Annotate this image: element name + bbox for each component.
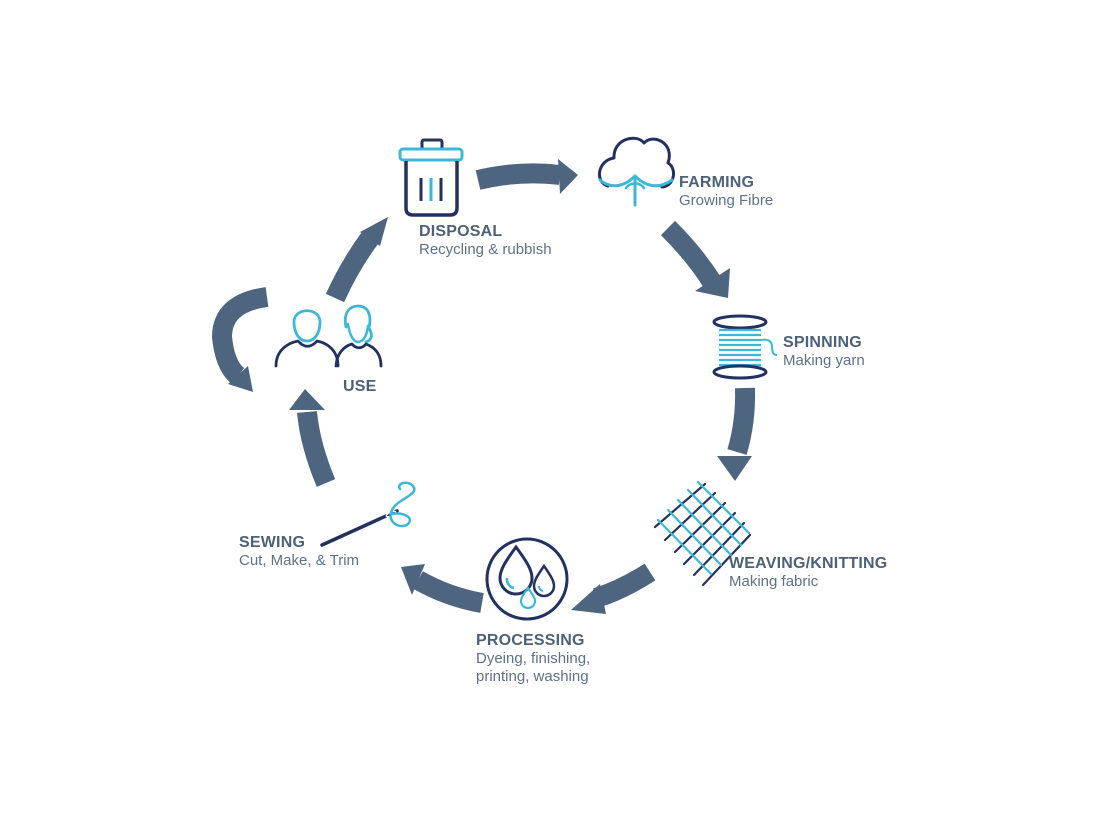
stage-title: PROCESSING bbox=[476, 632, 585, 649]
stage-title: WEAVING/KNITTING bbox=[729, 555, 888, 572]
cotton-plant-icon bbox=[598, 136, 675, 207]
stage-title: USE bbox=[343, 378, 377, 395]
needle-thread-icon bbox=[320, 481, 416, 547]
arrow-disposal-to-farming bbox=[475, 163, 562, 190]
people-icon bbox=[274, 304, 383, 368]
stage-spinning: SPINNING Making yarn bbox=[783, 333, 865, 370]
stage-title: FARMING bbox=[679, 174, 755, 191]
stage-description: Recycling & rubbish bbox=[419, 241, 552, 259]
stage-title: SPINNING bbox=[783, 334, 862, 351]
stage-description: Cut, Make, & Trim bbox=[239, 552, 360, 570]
arrow-use-to-disposal bbox=[325, 232, 379, 303]
stage-description: Dyeing, finishing, bbox=[476, 650, 591, 668]
arrowhead-sewing bbox=[401, 564, 425, 595]
stage-weaving: WEAVING/KNITTING Making fabric bbox=[729, 554, 887, 591]
arrowhead-weaving bbox=[717, 456, 752, 481]
arrowhead-farming bbox=[558, 159, 578, 194]
water-drops-icon bbox=[485, 537, 569, 621]
stage-farming: FARMING Growing Fibre bbox=[679, 173, 773, 210]
arrow-spinning-to-weaving bbox=[727, 387, 756, 455]
thread-spool-icon bbox=[712, 314, 778, 380]
arrowhead-processing bbox=[571, 584, 606, 614]
arrow-use-loop bbox=[211, 287, 269, 384]
arrow-weaving-to-processing bbox=[592, 563, 656, 608]
stage-processing: PROCESSING Dyeing, finishing, printing, … bbox=[476, 631, 590, 686]
stage-title: DISPOSAL bbox=[419, 223, 503, 240]
arrow-sewing-to-use bbox=[297, 410, 336, 487]
arrowhead-spinning bbox=[695, 268, 730, 298]
stage-description-2: printing, washing bbox=[476, 668, 589, 686]
stage-title: SEWING bbox=[239, 534, 306, 551]
woven-fabric-icon bbox=[653, 480, 752, 587]
arrow-farming-to-spinning bbox=[660, 220, 721, 288]
arrowhead-use-loop bbox=[228, 366, 253, 392]
stage-disposal: DISPOSAL Recycling & rubbish bbox=[419, 222, 552, 259]
arrowhead-disposal bbox=[360, 217, 388, 246]
stage-use: USE bbox=[343, 377, 377, 396]
stage-description: Growing Fibre bbox=[679, 192, 774, 210]
arrowhead-use bbox=[289, 389, 325, 410]
stage-sewing: SEWING Cut, Make, & Trim bbox=[239, 533, 359, 570]
stage-description: Making fabric bbox=[729, 573, 819, 591]
stage-description: Making yarn bbox=[783, 352, 865, 370]
arrow-processing-to-sewing bbox=[413, 571, 484, 613]
trash-bin-icon bbox=[398, 138, 464, 217]
